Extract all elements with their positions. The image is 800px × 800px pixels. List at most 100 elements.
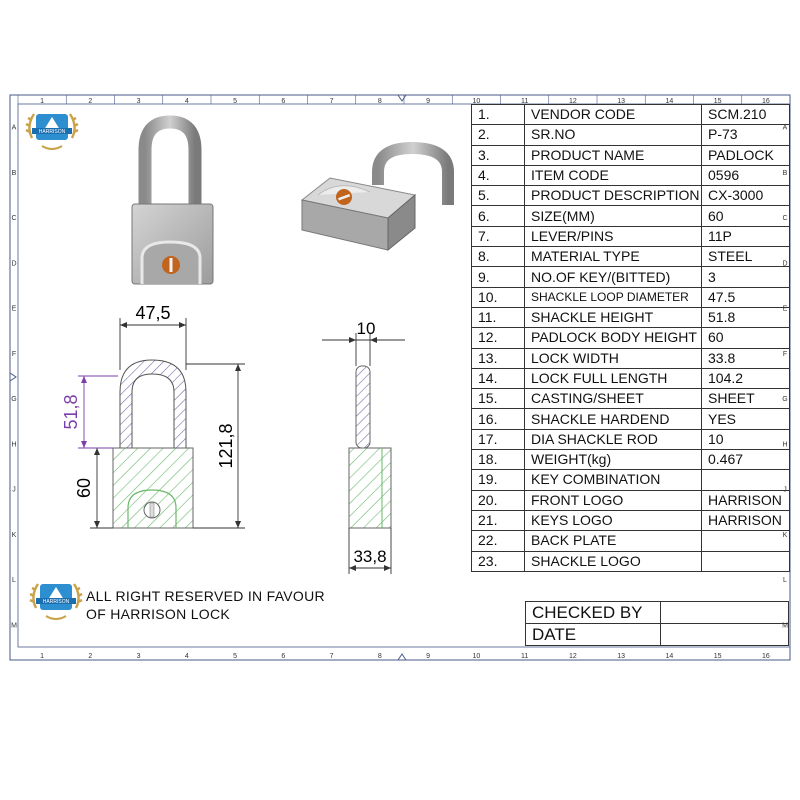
spec-number: 16.: [471, 408, 525, 430]
spec-value: 33.8: [701, 347, 790, 369]
spec-number: 22.: [471, 530, 525, 552]
grid-col-label: 10: [472, 653, 480, 660]
grid-col-label: 3: [137, 98, 141, 105]
center-marks: [9, 94, 407, 661]
grid-col-label: 9: [426, 653, 430, 660]
harrison-logo: HARRISON: [25, 113, 79, 150]
spec-label: NO.OF KEY/(BITTED): [524, 266, 702, 288]
spec-value: HARRISON: [701, 509, 790, 532]
grid-col-label: 2: [88, 653, 92, 660]
spec-number: 1.: [471, 103, 525, 126]
spec-label: ITEM CODE: [524, 164, 702, 187]
spec-value: 0596: [701, 164, 790, 187]
spec-value: HARRISON: [701, 489, 790, 511]
rights-line-2: OF HARRISON LOCK: [86, 606, 231, 622]
body-height-label: 60: [74, 478, 94, 498]
grid-col-label: 3: [137, 653, 141, 660]
spec-label: VENDOR CODE: [524, 103, 702, 126]
spec-value: 51.8: [701, 306, 790, 329]
checked-by-value[interactable]: [660, 601, 789, 624]
spec-number: 6.: [471, 205, 525, 227]
grid-col-label: 4: [185, 653, 189, 660]
spec-value: P-73: [701, 124, 790, 146]
grid-row-label: B: [12, 170, 17, 177]
spec-row: 9.NO.OF KEY/(BITTED)3: [471, 266, 790, 288]
spec-number: 21.: [471, 509, 525, 532]
spec-number: 11.: [471, 306, 525, 329]
grid-col-label: 8: [378, 98, 382, 105]
spec-label: SHACKLE HARDEND: [524, 408, 702, 430]
grid-col-label: 14: [665, 98, 673, 105]
spec-label: PADLOCK BODY HEIGHT: [524, 327, 702, 349]
dimension-lines: [90, 318, 405, 574]
spec-number: 2.: [471, 124, 525, 146]
grid-row-label: F: [12, 351, 16, 358]
spec-row: 19.KEY COMBINATION: [471, 469, 790, 491]
grid-col-label: 15: [714, 653, 722, 660]
grid-row-label: M: [11, 622, 17, 629]
spec-value: 3: [701, 266, 790, 288]
spec-number: 3.: [471, 144, 525, 166]
grid-col-label: 1: [40, 653, 44, 660]
spec-number: 17.: [471, 428, 525, 451]
spec-value: CX-3000: [701, 185, 790, 207]
grid-col-label: 6: [281, 98, 285, 105]
spec-label: SIZE(MM): [524, 205, 702, 227]
svg-text:HARRISON: HARRISON: [39, 129, 66, 135]
spec-value: PADLOCK: [701, 144, 790, 166]
spec-row: 18.WEIGHT(kg)0.467: [471, 449, 790, 471]
spec-label: FRONT LOGO: [524, 489, 702, 511]
spec-value: 60: [701, 327, 790, 349]
grid-col-label: 10: [472, 98, 480, 105]
grid-col-label: 7: [330, 653, 334, 660]
grid-col-label: 16: [762, 653, 770, 660]
spec-number: 4.: [471, 164, 525, 187]
grid-col-label: 14: [665, 653, 673, 660]
spec-label: LOCK WIDTH: [524, 347, 702, 369]
spec-number: 13.: [471, 347, 525, 369]
spec-number: 15.: [471, 388, 525, 410]
spec-number: 23.: [471, 550, 525, 572]
spec-label: BACK PLATE: [524, 530, 702, 552]
spec-row: 23.SHACKLE LOGO: [471, 550, 790, 572]
spec-label: DIA SHACKLE ROD: [524, 428, 702, 451]
date-value[interactable]: [660, 623, 789, 646]
side-section-view: [348, 365, 392, 529]
grid-col-label: 1: [40, 98, 44, 105]
front-width-label: 47,5: [135, 303, 170, 323]
spec-label: SHACKLE LOOP DIAMETER: [524, 286, 702, 308]
spec-label: PRODUCT NAME: [524, 144, 702, 166]
signoff-table: CHECKED BY DATE: [525, 601, 789, 646]
grid-col-label: 12: [569, 653, 577, 660]
spec-value: [701, 550, 790, 572]
spec-value: STEEL: [701, 246, 790, 268]
spec-number: 20.: [471, 489, 525, 511]
spec-label: WEIGHT(kg): [524, 449, 702, 471]
spec-number: 9.: [471, 266, 525, 288]
spec-value: [701, 530, 790, 552]
dimension-arrows: [94, 322, 391, 571]
grid-col-label: 11: [521, 653, 528, 660]
spec-label: KEYS LOGO: [524, 509, 702, 532]
spec-number: 10.: [471, 286, 525, 308]
spec-label: LEVER/PINS: [524, 225, 702, 248]
spec-number: 7.: [471, 225, 525, 248]
spec-value: 0.467: [701, 449, 790, 471]
spec-number: 8.: [471, 246, 525, 268]
grid-col-label: 13: [617, 653, 625, 660]
spec-number: 5.: [471, 185, 525, 207]
grid-row-label: J: [12, 487, 16, 494]
rights-line-1: ALL RIGHT RESERVED IN FAVOUR: [86, 588, 325, 604]
spec-value: 47.5: [701, 286, 790, 308]
